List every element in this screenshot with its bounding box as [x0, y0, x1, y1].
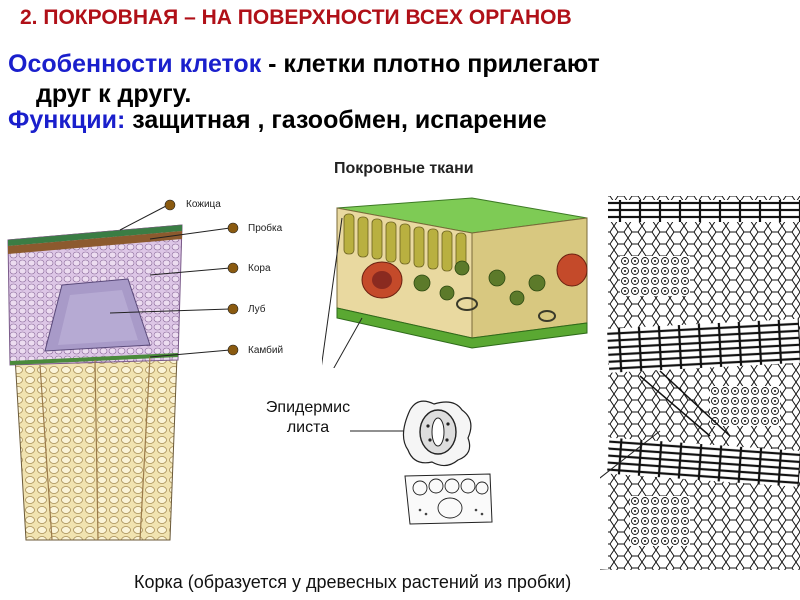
figure-title: Покровные ткани	[334, 160, 474, 177]
features-line: Особенности клеток - клетки плотно приле…	[8, 50, 600, 79]
stem-label-cork: Пробка	[248, 223, 283, 234]
slide-title: 2. ПОКРОВНАЯ – НА ПОВЕРХНОСТИ ВСЕХ ОРГАН…	[20, 6, 572, 29]
figure-caption: Корка (образуется у древесных растений и…	[134, 572, 572, 592]
functions-label: Функции:	[8, 106, 126, 134]
functions-line: Функции: защитная , газообмен, испарение	[8, 106, 547, 135]
epidermis-cells-illustration	[350, 400, 493, 525]
bark-cork-illustration	[600, 196, 800, 570]
features-line-cont: друг к другу.	[36, 80, 192, 108]
functions-text: защитная , газообмен, испарение	[125, 106, 547, 134]
stem-label-phloem: Луб	[248, 304, 266, 315]
stem-section-illustration	[7, 199, 239, 541]
stem-label-cambium: Камбий	[248, 345, 284, 356]
epidermis-label-line1: Эпидермис	[265, 399, 351, 416]
epidermis-label: Эпидермис листа	[258, 398, 358, 438]
features-text: - клетки плотно прилегают	[261, 50, 600, 78]
features-label: Особенности клеток	[8, 50, 262, 78]
stem-label-skin: Кожица	[186, 199, 221, 210]
stem-label-cortex: Кора	[248, 263, 271, 274]
leaf-section-illustration	[322, 197, 588, 368]
epidermis-label-line2: листа	[286, 419, 330, 436]
